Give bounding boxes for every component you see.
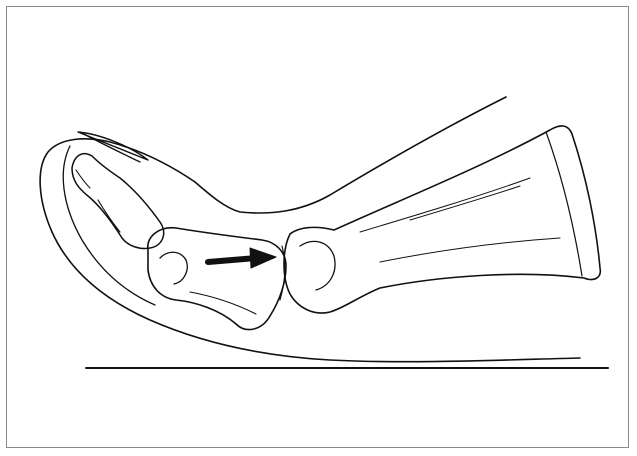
middle-phalanx [148, 228, 286, 330]
proximal-phalanx-base [546, 132, 582, 276]
middle-phalanx-detail [190, 292, 256, 314]
proximal-phalanx-shading [360, 178, 560, 262]
arrow-icon [208, 248, 276, 268]
fingernail [78, 132, 148, 160]
proximal-phalanx-condyle [300, 241, 335, 290]
proximal-phalanx [284, 126, 600, 313]
finger-outline [40, 97, 580, 362]
middle-phalanx-head [160, 252, 187, 284]
distal-phalanx [72, 154, 164, 249]
distal-phalanx-detail [76, 170, 120, 232]
